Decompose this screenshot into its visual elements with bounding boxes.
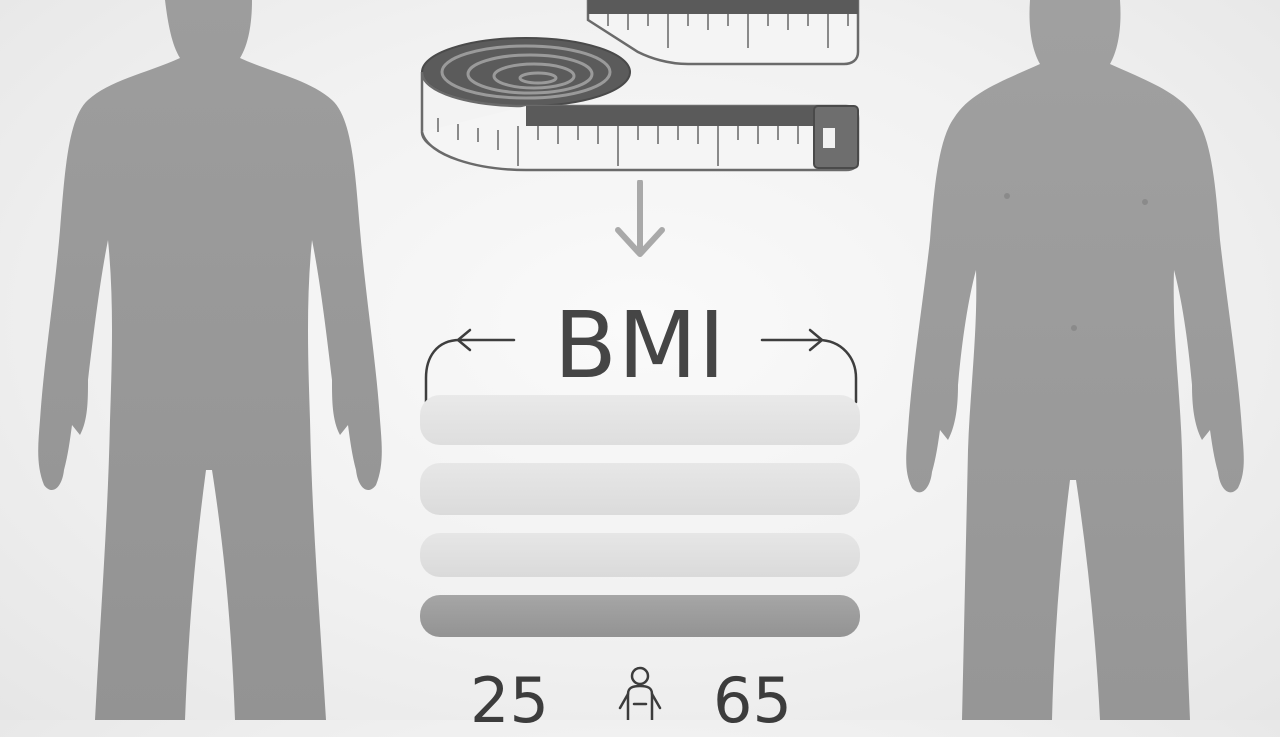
slim-body-silhouette bbox=[38, 0, 382, 720]
bmi-category-bar bbox=[420, 395, 860, 445]
heavier-body-silhouette bbox=[906, 0, 1244, 720]
person-icon bbox=[618, 666, 662, 720]
age-min-value: 25 bbox=[470, 664, 549, 737]
bmi-range-bracket bbox=[424, 328, 858, 404]
bmi-title: BMI bbox=[553, 292, 727, 399]
age-max-value: 65 bbox=[713, 664, 792, 737]
bmi-category-bar bbox=[420, 463, 860, 515]
measuring-tape-icon bbox=[420, 0, 860, 172]
arrow-down-icon bbox=[615, 180, 665, 257]
bmi-category-bar-highlighted bbox=[420, 595, 860, 637]
bmi-category-bar bbox=[420, 533, 860, 577]
